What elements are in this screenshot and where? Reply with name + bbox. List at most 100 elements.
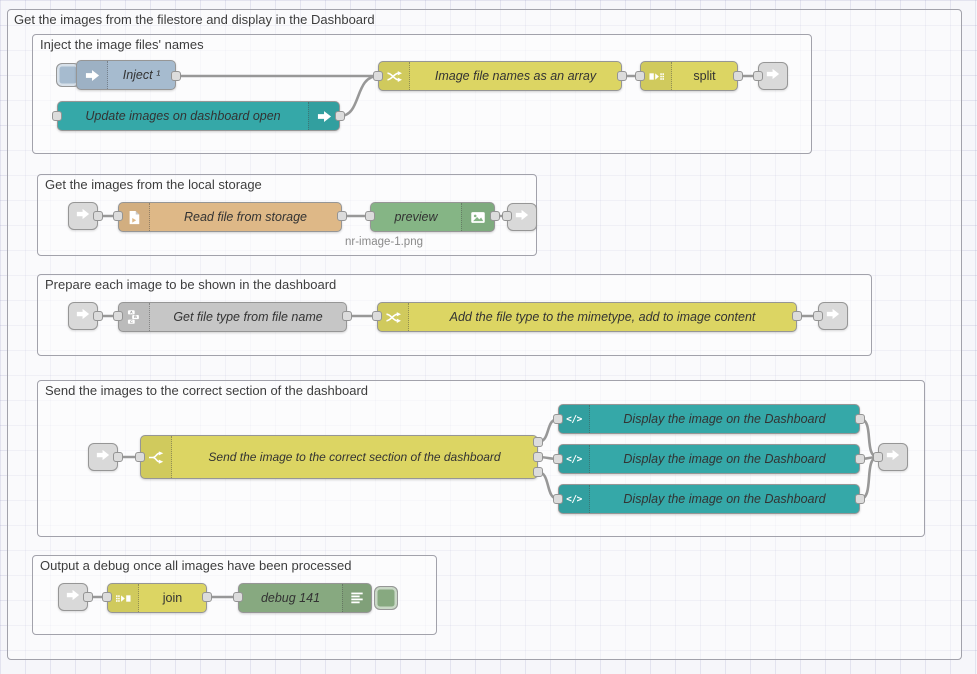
port[interactable] [335,111,345,121]
group-send-label: Send the images to the correct section o… [45,383,369,398]
node-display-image-3[interactable]: </> Display the image on the Dashboard [558,484,860,514]
port[interactable] [372,311,382,321]
group-output-label: Output a debug once all images have been… [40,558,352,573]
node-label: Update images on dashboard open [85,109,281,123]
link-in-icon [76,207,90,226]
node-join[interactable]: join [107,583,207,613]
port[interactable] [753,71,763,81]
svg-text:B: B [134,315,137,319]
port[interactable] [553,494,563,504]
port[interactable] [502,211,512,221]
debug-toggle-button[interactable] [374,586,398,610]
template-icon: </> [559,485,590,513]
file-icon [119,203,150,231]
node-image-file-names-as-array[interactable]: Image file names as an array [378,61,622,91]
node-label: Display the image on the Dashboard [623,412,826,426]
link-in-icon [76,307,90,326]
node-label: Display the image on the Dashboard [623,452,826,466]
link-out-node[interactable] [507,203,537,231]
node-display-image-2[interactable]: </> Display the image on the Dashboard [558,444,860,474]
link-out-icon [826,307,840,326]
group-prepare-label: Prepare each image to be shown in the da… [45,277,337,292]
port[interactable] [617,71,627,81]
link-out-icon [886,448,900,467]
port[interactable] [135,452,145,462]
node-label: debug 141 [260,591,321,605]
port[interactable] [113,311,123,321]
node-send-image-switch[interactable]: Send the image to the correct section of… [140,435,538,479]
switch-icon [141,436,172,478]
node-label: Get file type from file name [173,310,323,324]
port[interactable] [102,592,112,602]
port[interactable] [171,71,181,81]
port[interactable] [337,211,347,221]
port[interactable] [233,592,243,602]
port[interactable] [553,414,563,424]
change-shuffle-icon [378,303,409,331]
port[interactable] [113,452,123,462]
port[interactable] [553,454,563,464]
port[interactable] [813,311,823,321]
node-display-image-1[interactable]: </> Display the image on the Dashboard [558,404,860,434]
port[interactable] [533,452,543,462]
node-inject[interactable]: Inject ¹ [76,60,176,90]
port[interactable] [792,311,802,321]
port[interactable] [52,111,62,121]
node-split[interactable]: split [640,61,738,91]
port[interactable] [855,454,865,464]
group-storage-label: Get the images from the local storage [45,177,262,192]
node-label: Read file from storage [184,210,307,224]
split-icon [641,62,672,90]
port[interactable] [855,414,865,424]
svg-text:C: C [129,320,132,324]
node-label: Display the image on the Dashboard [623,492,826,506]
link-out-node[interactable] [758,62,788,90]
link-in-icon [96,448,110,467]
port[interactable] [373,71,383,81]
port[interactable] [202,592,212,602]
port[interactable] [490,211,500,221]
template-icon: </> [559,405,590,433]
node-preview[interactable]: preview [370,202,495,232]
node-debug[interactable]: debug 141 [238,583,372,613]
port[interactable] [533,437,543,447]
node-label: Inject ¹ [122,68,161,82]
link-out-icon [515,208,529,227]
svg-text:A: A [129,310,132,314]
node-label: Add the file type to the mimetype, add t… [449,310,756,324]
debug-list-icon [342,584,371,612]
port[interactable] [113,211,123,221]
node-read-file-from-storage[interactable]: Read file from storage [118,202,342,232]
change-shuffle-icon [379,62,410,90]
port[interactable] [93,311,103,321]
port[interactable] [635,71,645,81]
port[interactable] [342,311,352,321]
node-add-file-type-to-mimetype[interactable]: Add the file type to the mimetype, add t… [377,302,797,332]
inject-arrow-icon [77,61,108,89]
node-label: Image file names as an array [434,69,597,83]
group-inject[interactable] [32,34,812,154]
port[interactable] [93,211,103,221]
node-update-images-on-dashboard-open[interactable]: Update images on dashboard open [57,101,340,131]
port[interactable] [365,211,375,221]
port[interactable] [855,494,865,504]
port[interactable] [733,71,743,81]
inject-arrow-icon [308,102,339,130]
port[interactable] [83,592,93,602]
wire[interactable] [338,74,380,118]
group-inject-label: Inject the image files' names [40,37,204,52]
group-outer-label: Get the images from the filestore and di… [14,12,375,27]
template-icon: </> [559,445,590,473]
link-in-icon [66,588,80,607]
link-out-icon [766,67,780,86]
port[interactable] [873,452,883,462]
port[interactable] [533,467,543,477]
node-label: preview [394,210,438,224]
node-label: split [693,69,716,83]
image-icon [461,203,494,231]
node-label: Send the image to the correct section of… [208,450,501,464]
link-out-node[interactable] [818,302,848,330]
